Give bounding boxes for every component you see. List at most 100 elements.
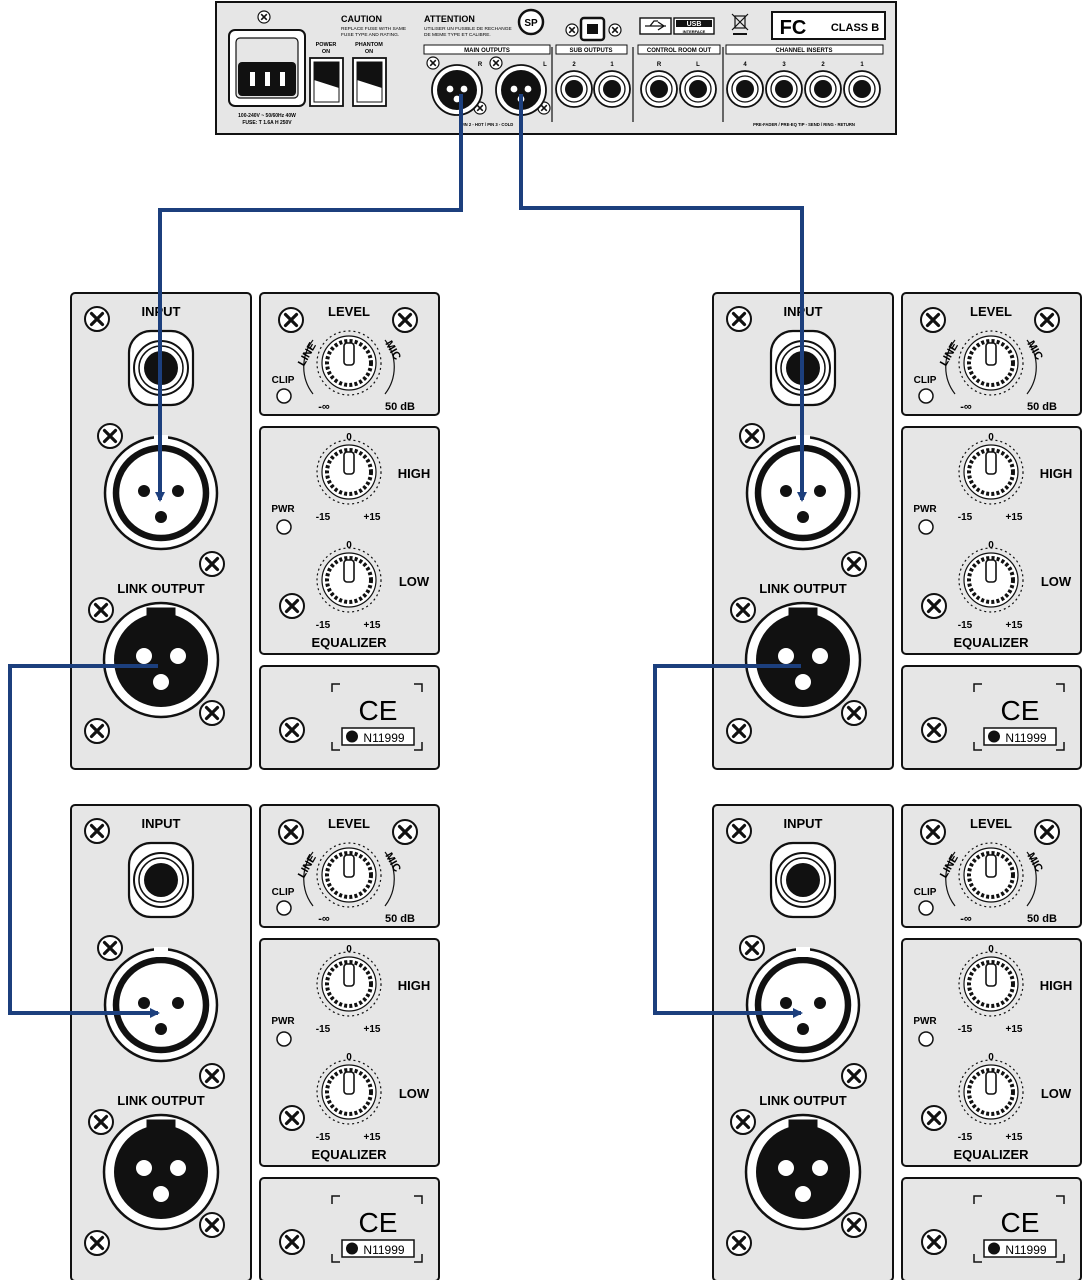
cert-number-label: N11999 — [1005, 731, 1046, 745]
cables — [8, 94, 807, 1018]
certification-panel — [901, 665, 1082, 770]
sub-output-1-jack-icon[interactable] — [593, 70, 631, 108]
ce-frame-corners — [331, 1195, 423, 1263]
ce-mark: CE — [1001, 695, 1040, 726]
insert-1-label: 1 — [860, 62, 864, 68]
certification-panel — [259, 1177, 440, 1282]
link-output-xlr-male-jack-icon[interactable] — [102, 1113, 220, 1231]
input-quarter-inch-jack-icon[interactable] — [127, 841, 195, 919]
control-room-out-label: CONTROL ROOM OUT — [647, 48, 712, 54]
phantom-rocker-switch-icon[interactable] — [352, 57, 387, 107]
fifty-db-label: 50 dB — [385, 913, 415, 925]
screw-icon — [198, 1211, 226, 1239]
low-eq-rotary-knob-icon[interactable] — [957, 1058, 1025, 1126]
high-eq-rotary-knob-icon[interactable] — [315, 438, 383, 506]
high-zero-label: 0 — [988, 432, 994, 443]
level-rotary-knob-icon[interactable] — [315, 841, 383, 909]
level-rotary-knob-icon[interactable] — [315, 329, 383, 397]
control-room-out-section: CONTROL ROOM OUT — [637, 44, 721, 55]
low-minus15-label: -15 — [958, 1132, 973, 1143]
low-zero-label: 0 — [988, 540, 994, 551]
low-eq-rotary-knob-icon[interactable] — [957, 546, 1025, 614]
insert-2-label: 2 — [821, 62, 825, 68]
link-output-label: LINK OUTPUT — [759, 1093, 846, 1108]
pin-note: PIN 2 - HOT / PIN 3 - COLD — [461, 122, 514, 127]
screw-icon — [919, 306, 947, 334]
control-room-r-jack-icon[interactable] — [640, 70, 678, 108]
low-minus15-label: -15 — [958, 620, 973, 631]
link-output-label: LINK OUTPUT — [759, 581, 846, 596]
link-output-xlr-male-jack-icon[interactable] — [102, 601, 220, 719]
screw-icon — [725, 717, 753, 745]
low-zero-label: 0 — [346, 540, 352, 551]
link-output-xlr-male-jack-icon[interactable] — [744, 1113, 862, 1231]
insert-4-label: 4 — [743, 62, 747, 68]
input-xlr-female-jack-icon[interactable] — [105, 947, 217, 1061]
low-label: LOW — [1041, 1086, 1072, 1101]
low-plus15-label: +15 — [1006, 1132, 1023, 1143]
screw-icon — [278, 1228, 306, 1256]
level-scale-arc — [945, 851, 956, 907]
insert-4-jack-icon[interactable] — [726, 70, 764, 108]
certification-panel — [901, 1177, 1082, 1282]
level-scale-arc — [384, 851, 395, 907]
level-rotary-knob-icon[interactable] — [957, 841, 1025, 909]
c-tick-badge — [341, 727, 415, 746]
input-label: INPUT — [784, 816, 823, 831]
screw-icon — [83, 305, 111, 333]
high-eq-rotary-knob-icon[interactable] — [315, 950, 383, 1018]
usb-interface-badge: USB INTERFACE — [673, 17, 715, 35]
low-eq-rotary-knob-icon[interactable] — [315, 1058, 383, 1126]
channel-inserts-label: CHANNEL INSERTS — [776, 48, 833, 54]
screw-icon — [198, 550, 226, 578]
insert-2-jack-icon[interactable] — [804, 70, 842, 108]
level-scale-arc — [384, 339, 395, 395]
control-room-l-jack-icon[interactable] — [679, 70, 717, 108]
insert-1-jack-icon[interactable] — [843, 70, 881, 108]
screw-icon — [725, 305, 753, 333]
high-plus15-label: +15 — [1006, 1024, 1023, 1035]
main-output-r-xlr-male-jack-icon[interactable] — [431, 64, 483, 116]
mixer-rear-panel: 100-240V ~ 50/60Hz 40W FUSE: T 1.6A H 25… — [215, 1, 897, 135]
high-plus15-label: +15 — [364, 512, 381, 523]
input-xlr-female-jack-icon[interactable] — [747, 947, 859, 1061]
screw-icon — [920, 1228, 948, 1256]
power-rocker-switch-icon[interactable] — [309, 57, 344, 107]
clip-label: CLIP — [272, 887, 295, 898]
low-eq-rotary-knob-icon[interactable] — [315, 546, 383, 614]
high-minus15-label: -15 — [958, 512, 973, 523]
equalizer-panel — [901, 938, 1082, 1167]
link-output-label: LINK OUTPUT — [117, 1093, 204, 1108]
low-minus15-label: -15 — [316, 1132, 331, 1143]
usb-symbol-icon — [639, 17, 672, 35]
screw-icon — [729, 596, 757, 624]
screw-icon — [565, 23, 579, 37]
sub-output-2-jack-icon[interactable] — [555, 70, 593, 108]
screw-icon — [1033, 818, 1061, 846]
cable-main-l-to-top-right-input — [519, 94, 807, 502]
high-plus15-label: +15 — [364, 1024, 381, 1035]
c-tick-badge — [983, 727, 1057, 746]
power-switch-label: POWER — [316, 42, 337, 48]
caution-line2: FUSE TYPE AND RATING. — [341, 32, 399, 38]
low-label: LOW — [399, 574, 430, 589]
high-eq-rotary-knob-icon[interactable] — [957, 950, 1025, 1018]
high-eq-rotary-knob-icon[interactable] — [957, 438, 1025, 506]
equalizer-panel — [259, 426, 440, 655]
ce-mark: CE — [359, 695, 398, 726]
csa-certification-icon: SP — [517, 8, 545, 36]
input-quarter-inch-jack-icon[interactable] — [769, 841, 837, 919]
level-label: LEVEL — [328, 816, 370, 831]
usb-b-port-icon[interactable] — [579, 16, 606, 42]
link-output-xlr-male-jack-icon[interactable] — [744, 601, 862, 719]
screw-icon — [87, 596, 115, 624]
low-minus15-label: -15 — [316, 620, 331, 631]
low-label: LOW — [1041, 574, 1072, 589]
screw-icon — [198, 699, 226, 727]
power-spec-line2: FUSE: T 1.6A H 250V — [242, 120, 292, 126]
fifty-db-label: 50 dB — [1027, 401, 1057, 413]
insert-3-jack-icon[interactable] — [765, 70, 803, 108]
usb-sub-label: INTERFACE — [683, 29, 706, 34]
level-rotary-knob-icon[interactable] — [957, 329, 1025, 397]
